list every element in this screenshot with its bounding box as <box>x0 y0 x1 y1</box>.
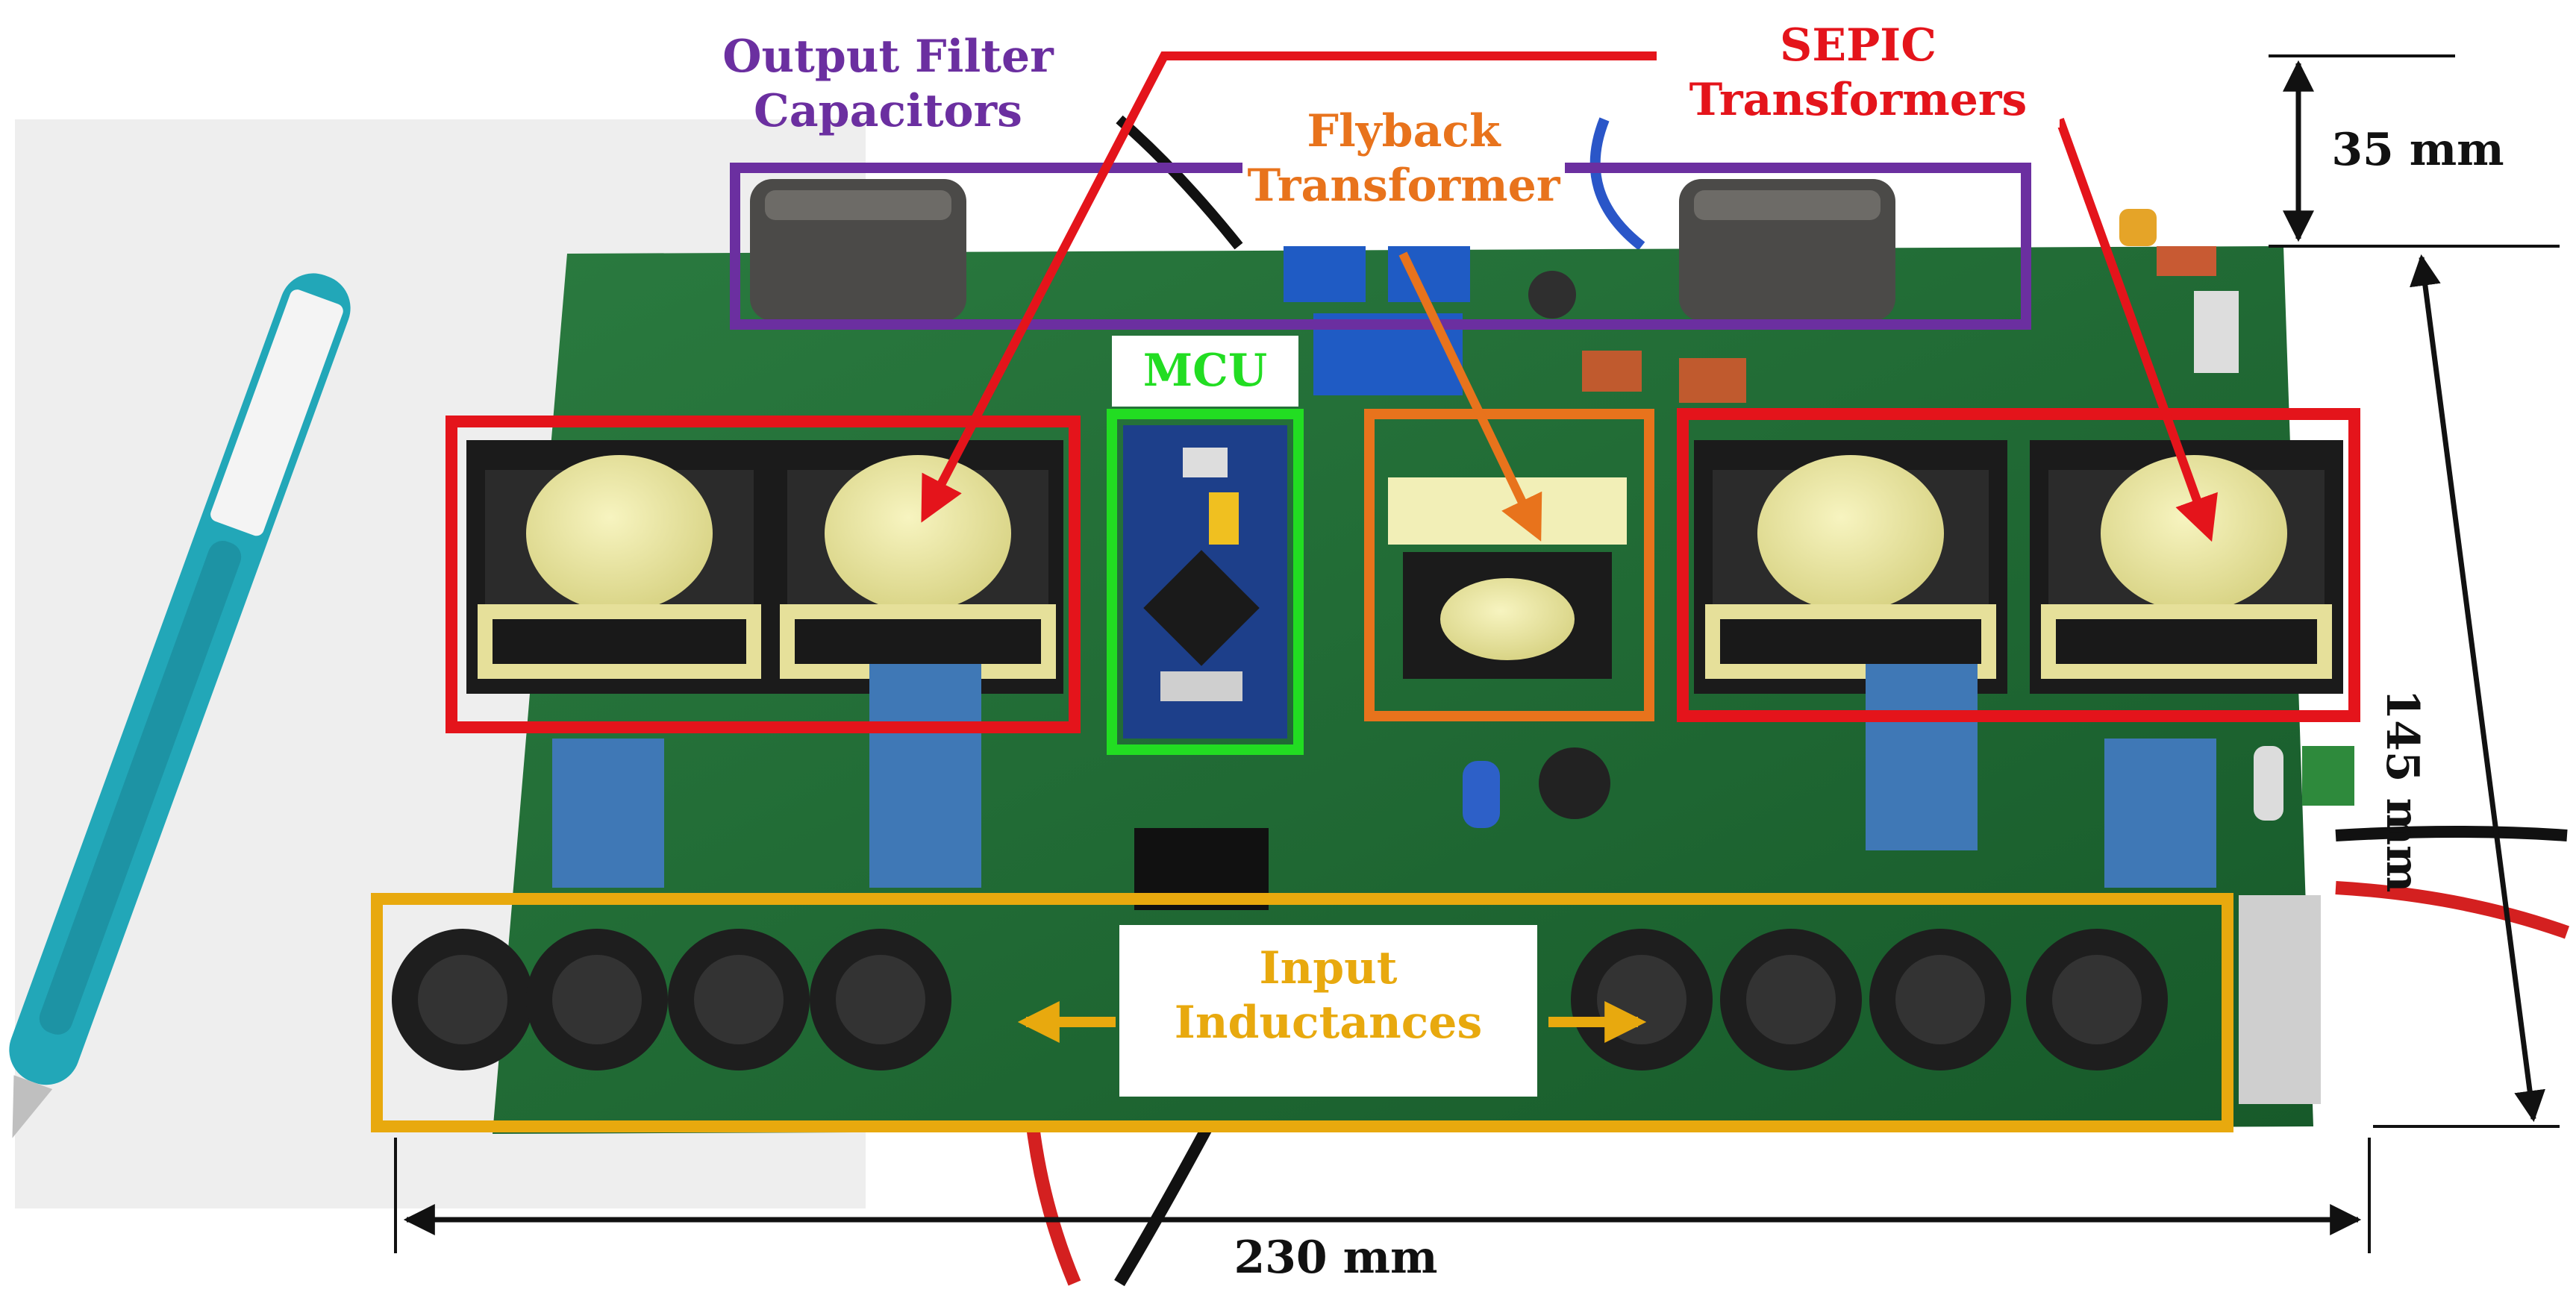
sepic-label-line2: Transformers <box>1689 74 2028 127</box>
flyback-label: Flyback Transformer <box>1242 104 1565 214</box>
sepic-arrow-right <box>2055 117 2218 542</box>
film-capacitor-3 <box>1866 664 1978 850</box>
input-inductor-row-left <box>392 929 951 1070</box>
flyback-box <box>1364 409 1654 721</box>
sepic-box-left <box>446 416 1081 733</box>
film-capacitor-4 <box>2104 739 2216 888</box>
flyback-transformer-core <box>1388 477 1627 679</box>
depth-dimension-label: 145 mm <box>2376 689 2428 893</box>
output-filter-label-line1: Output Filter <box>722 31 1054 83</box>
flyback-arrow <box>1398 251 1542 542</box>
height-dimension-label: 35 mm <box>2331 124 2504 176</box>
sepic-box-right <box>1677 408 2360 722</box>
black-wire-right <box>2335 826 2568 841</box>
film-capacitor-1 <box>552 739 664 888</box>
sepic-label-line1: SEPIC <box>1780 19 1936 72</box>
mcu-label-text: MCU <box>1142 345 1268 397</box>
blue-wire-top <box>1589 117 1645 251</box>
sepic-transformer-left-1 <box>466 440 772 694</box>
sepic-transformer-left-2 <box>772 440 1063 694</box>
depth-dimension-arrow <box>2410 254 2545 1123</box>
input-box <box>371 893 2233 1132</box>
input-label: Input Inductances <box>1119 925 1537 1097</box>
film-capacitor-2 <box>869 664 981 888</box>
sepic-arrow-left <box>921 51 1724 523</box>
width-dimension-label: 230 mm <box>1234 1232 1438 1284</box>
sepic-transformer-right-1 <box>1694 440 2007 694</box>
output-filter-label: Output Filter Capacitors <box>687 30 1090 139</box>
mcu-box <box>1107 409 1304 755</box>
input-label-line2: Inductances <box>1174 997 1483 1050</box>
flyback-label-line1: Flyback <box>1307 105 1501 157</box>
output-filter-label-line2: Capacitors <box>754 85 1022 138</box>
black-wire-top <box>1116 115 1243 250</box>
sepic-label: SEPIC Transformers <box>1657 19 2060 128</box>
mcu-label: MCU <box>1112 336 1298 407</box>
pen <box>9 273 351 1138</box>
input-label-line1: Input <box>1259 942 1398 994</box>
flyback-label-line2: Transformer <box>1247 160 1560 213</box>
input-inductor-row-right <box>1571 929 2168 1070</box>
mcu-board <box>1123 425 1287 739</box>
